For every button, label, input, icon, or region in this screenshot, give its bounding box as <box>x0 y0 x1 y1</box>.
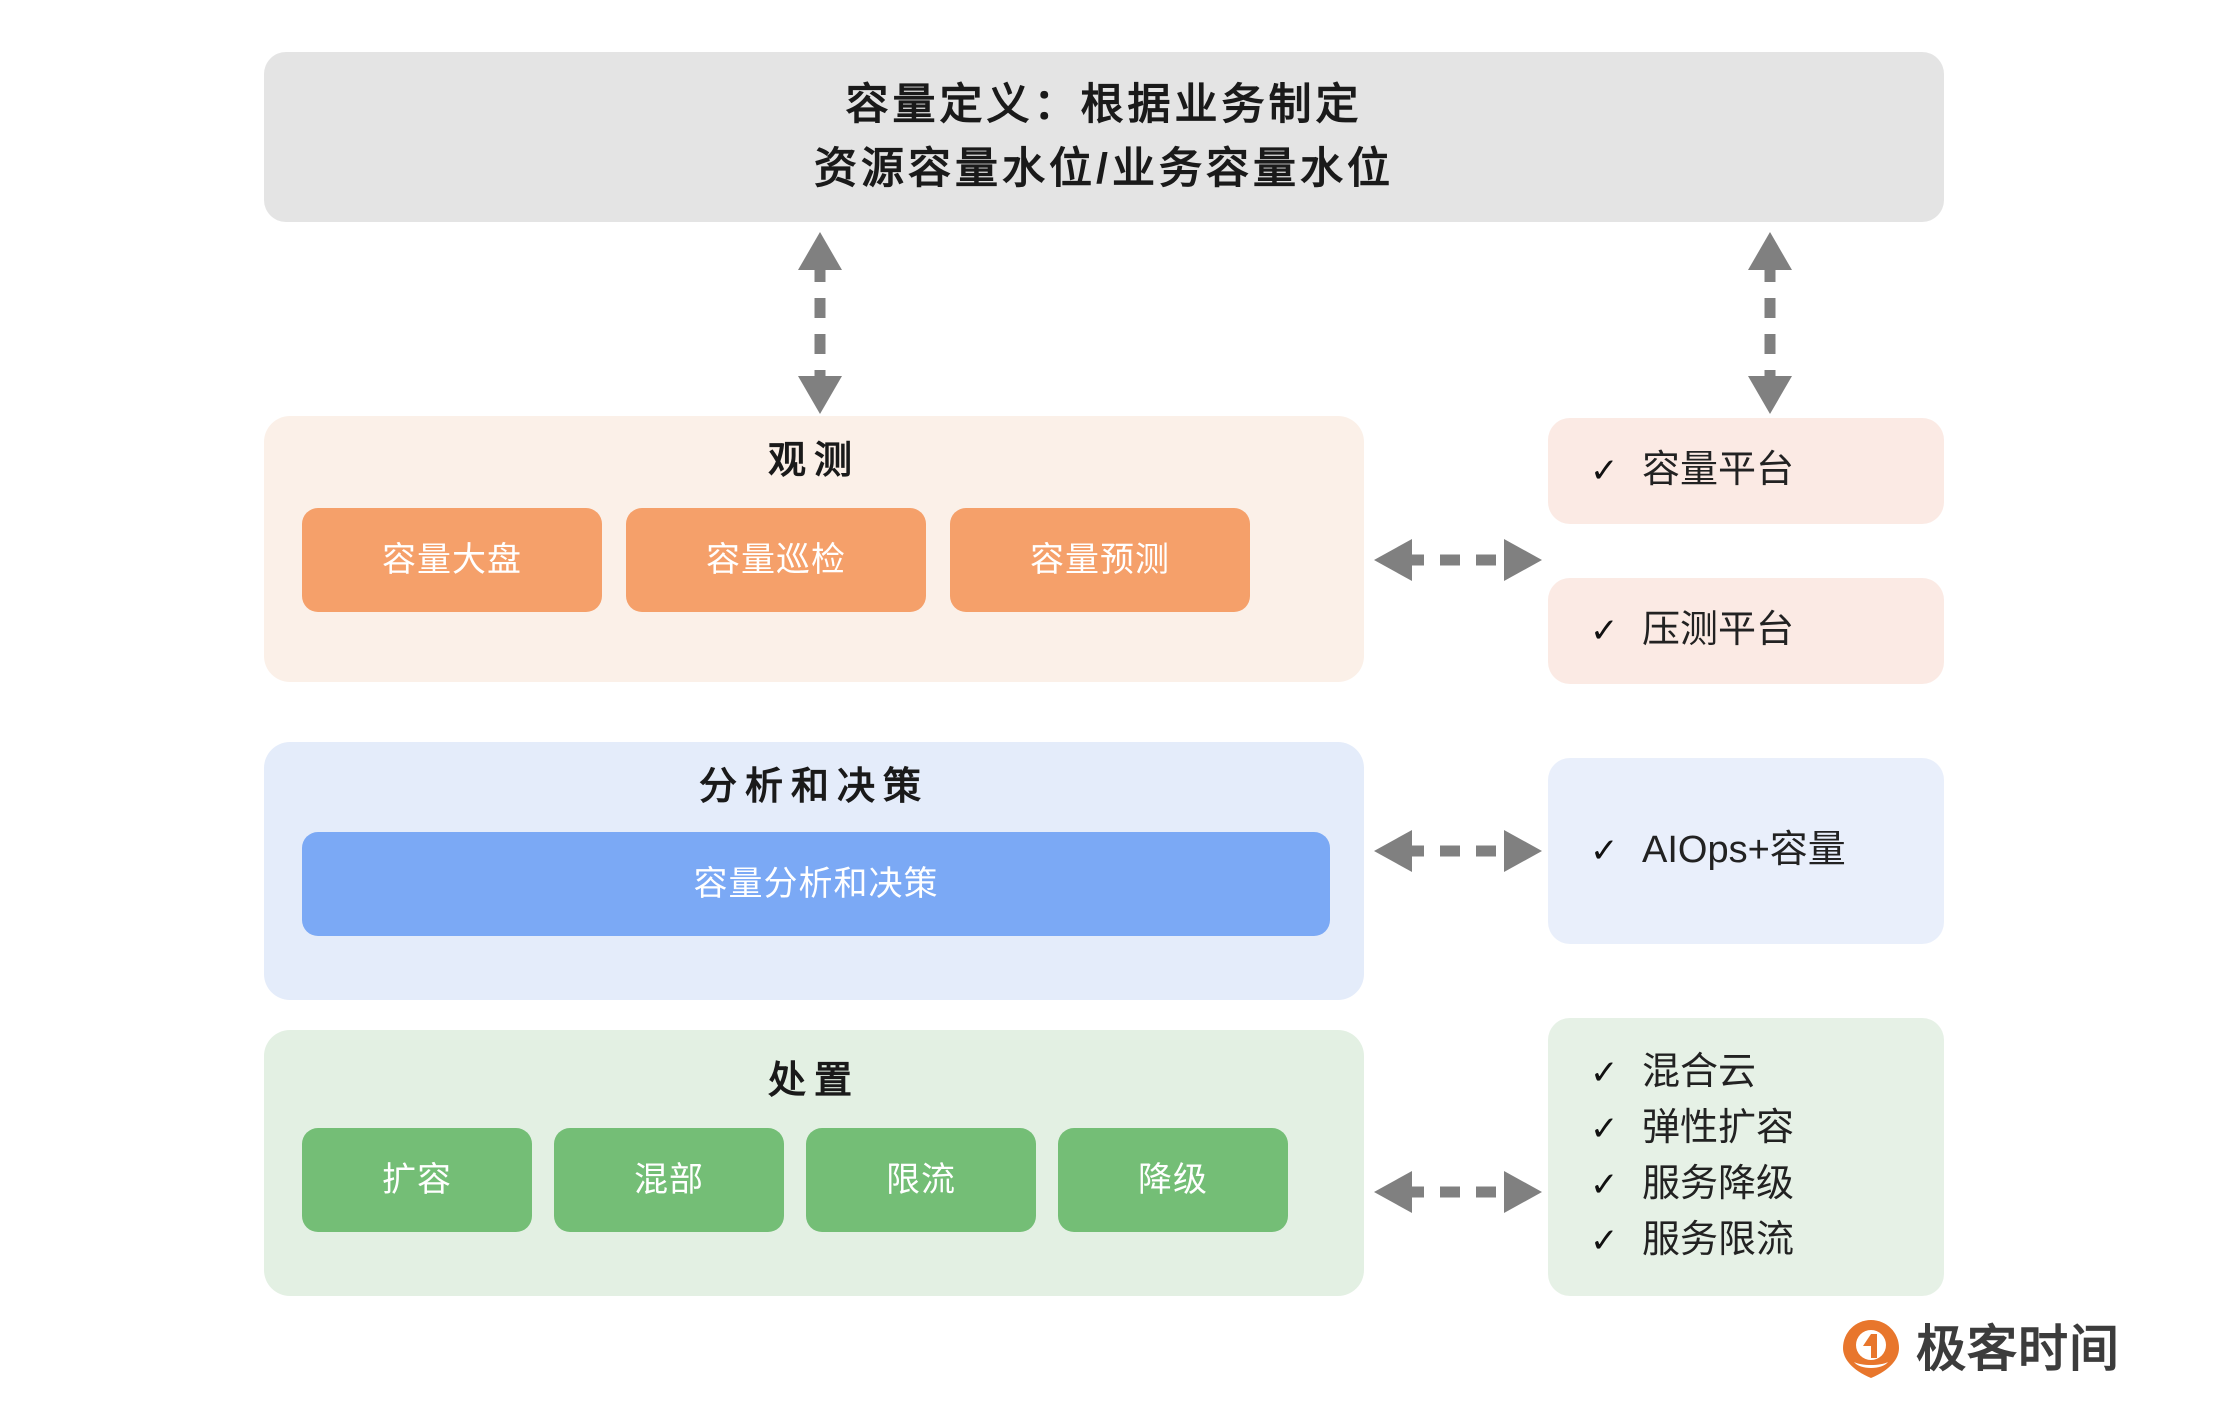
check-icon: ✓ <box>1590 831 1619 870</box>
list-item: ✓ 混合云 <box>1590 1046 1944 1100</box>
chip-row-observation: 容量大盘 容量巡检 容量预测 <box>302 508 1364 612</box>
capacity-definition-header: 容量定义：根据业务制定 资源容量水位/业务容量水位 <box>264 52 1944 222</box>
side-item-label: 服务降级 <box>1642 1163 1795 1205</box>
arrow-analysis-to-aiops <box>1374 830 1542 872</box>
chip-degradation[interactable]: 降级 <box>1058 1128 1288 1232</box>
side-card-stress-platform[interactable]: ✓ 压测平台 <box>1548 578 1944 684</box>
chip-capacity-forecast[interactable]: 容量预测 <box>950 508 1250 612</box>
brand-logo: 极客时间 <box>1840 1318 2120 1380</box>
side-card-capability-list[interactable]: ✓ 混合云 ✓ 弹性扩容 ✓ 服务降级 ✓ 服务限流 <box>1548 1018 1944 1296</box>
side-card-aiops[interactable]: ✓ AIOps+容量 <box>1548 758 1944 944</box>
list-item: ✓ 压测平台 <box>1590 604 1944 658</box>
section-panel-observation: 观测 容量大盘 容量巡检 容量预测 <box>264 416 1364 682</box>
chip-rate-limit[interactable]: 限流 <box>806 1128 1036 1232</box>
chip-capacity-inspection[interactable]: 容量巡检 <box>626 508 926 612</box>
logo-text: 极客时间 <box>1916 1321 2120 1377</box>
check-icon: ✓ <box>1590 1221 1619 1260</box>
check-icon: ✓ <box>1590 1053 1619 1092</box>
side-item-label: 混合云 <box>1642 1051 1757 1094</box>
section-title-analysis: 分析和决策 <box>698 766 929 808</box>
side-item-label: 容量平台 <box>1642 449 1795 492</box>
list-item: ✓ 弹性扩容 <box>1590 1102 1944 1156</box>
geekbang-logo-icon <box>1840 1318 1902 1380</box>
check-icon: ✓ <box>1590 451 1619 490</box>
chip-capacity-dashboard[interactable]: 容量大盘 <box>302 508 602 612</box>
list-item: ✓ 服务降级 <box>1590 1158 1944 1212</box>
side-item-label: 服务限流 <box>1642 1218 1795 1261</box>
section-title-observation: 观测 <box>767 440 860 482</box>
check-icon: ✓ <box>1590 611 1619 650</box>
list-item: ✓ AIOps+容量 <box>1590 824 1944 878</box>
section-title-disposal: 处置 <box>767 1060 860 1102</box>
section-panel-disposal: 处置 扩容 混部 限流 降级 <box>264 1030 1364 1296</box>
check-icon: ✓ <box>1590 1109 1619 1148</box>
chip-row-disposal: 扩容 混部 限流 降级 <box>302 1128 1364 1232</box>
side-item-label: 弹性扩容 <box>1642 1107 1795 1150</box>
chip-scale-out[interactable]: 扩容 <box>302 1128 532 1232</box>
side-item-label: 压测平台 <box>1642 609 1795 652</box>
list-item: ✓ 容量平台 <box>1590 444 1944 498</box>
side-item-label: AIOps+容量 <box>1642 829 1846 872</box>
check-icon: ✓ <box>1590 1165 1619 1204</box>
arrow-header-to-platforms <box>1748 232 1792 414</box>
chip-colocation[interactable]: 混部 <box>554 1128 784 1232</box>
header-line-1: 容量定义：根据业务制定 <box>845 80 1363 129</box>
list-item: ✓ 服务限流 <box>1590 1214 1944 1268</box>
header-line-2: 资源容量水位/业务容量水位 <box>814 145 1394 193</box>
chip-row-analysis: 容量分析和决策 <box>302 832 1364 936</box>
arrow-observation-to-platforms <box>1374 539 1542 581</box>
section-panel-analysis: 分析和决策 容量分析和决策 <box>264 742 1364 1000</box>
chip-capacity-analysis-decision[interactable]: 容量分析和决策 <box>302 832 1330 936</box>
arrow-header-to-observation <box>798 232 842 414</box>
arrow-disposal-to-capabilities <box>1374 1171 1542 1213</box>
side-card-capacity-platform[interactable]: ✓ 容量平台 <box>1548 418 1944 524</box>
